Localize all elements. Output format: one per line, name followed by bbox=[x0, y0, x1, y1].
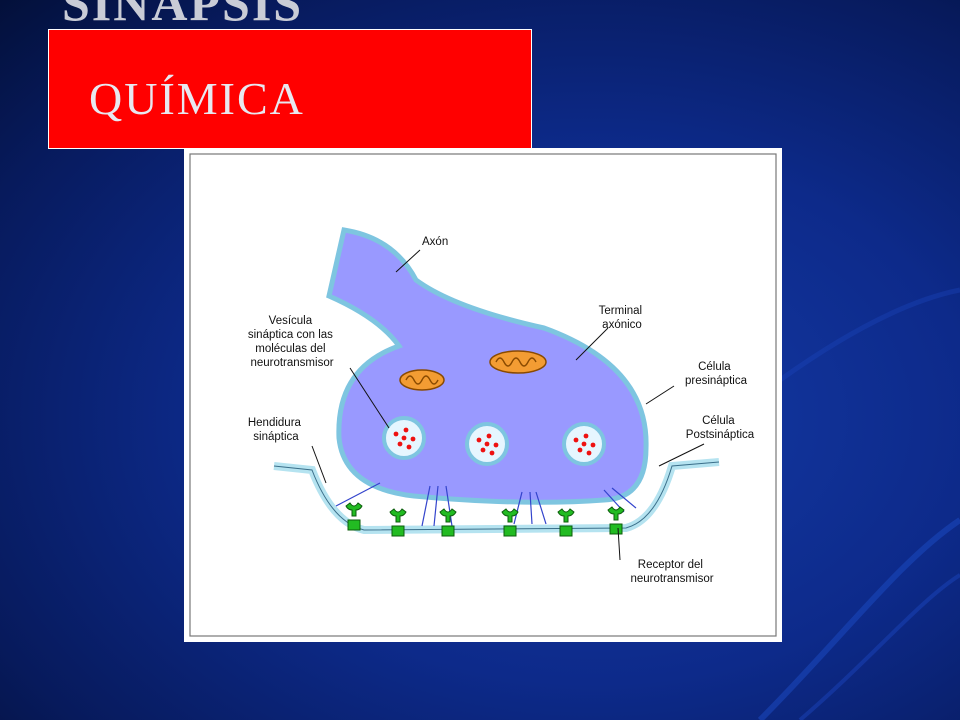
label-terminal: Terminal axónico bbox=[599, 305, 646, 331]
synaptic-vesicle bbox=[562, 422, 606, 466]
leader-lines bbox=[311, 249, 705, 561]
receptor bbox=[439, 508, 457, 537]
synapse-diagram: Axón Vesícula sináptica con las molécula… bbox=[184, 148, 782, 642]
receptor bbox=[607, 506, 625, 535]
label-presynaptic: Célula presináptica bbox=[685, 361, 748, 387]
slide-title-line1: SINAPSIS bbox=[62, 0, 304, 31]
receptor bbox=[557, 508, 575, 537]
receptor bbox=[501, 508, 519, 537]
title-box: QUÍMICA bbox=[48, 29, 532, 149]
label-receptor: Receptor del neurotransmisor bbox=[630, 559, 713, 585]
label-cleft: Hendidura sináptica bbox=[248, 417, 304, 443]
mitochondrion bbox=[489, 350, 547, 374]
label-postsynaptic: Célula Postsináptica bbox=[686, 415, 755, 441]
receptor bbox=[389, 508, 407, 537]
label-vesicle: Vesícula sináptica con las moléculas del… bbox=[248, 315, 336, 369]
neurotransmitter-diffusion bbox=[335, 482, 637, 527]
synaptic-vesicle bbox=[382, 416, 426, 460]
slide-title-line2: QUÍMICA bbox=[89, 73, 305, 124]
receptor bbox=[345, 502, 363, 531]
diagram-frame bbox=[189, 153, 777, 637]
mitochondrion bbox=[399, 369, 445, 391]
synaptic-vesicle bbox=[465, 422, 509, 466]
label-axon: Axón bbox=[422, 236, 448, 248]
